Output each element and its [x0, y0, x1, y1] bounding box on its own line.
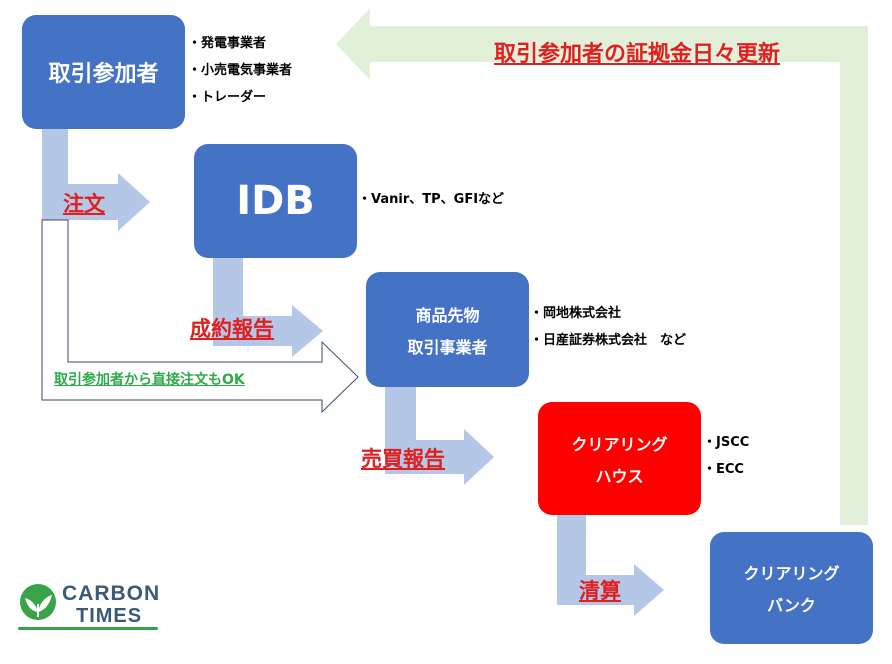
sale-report-label: 売買報告 — [361, 447, 445, 471]
idb-node: IDB — [194, 144, 357, 258]
leaf-icon — [20, 584, 56, 620]
order-arrow — [42, 127, 150, 231]
order-label: 注文 — [63, 192, 105, 216]
note-item: 岡地株式会社 — [530, 300, 686, 327]
margin-update-arrow — [336, 8, 868, 525]
clearing-house-label-line2: ハウス — [595, 466, 644, 486]
note-item: Vanir、TP、GFIなど — [358, 186, 504, 213]
idb-label: IDB — [236, 178, 315, 224]
participants-label: 取引参加者 — [48, 62, 159, 87]
note-item: ECC — [703, 456, 749, 483]
logo-text-times: TIMES — [76, 605, 143, 627]
note-item: 小売電気事業者 — [188, 57, 292, 84]
direct-order-label: 取引参加者から直接注文もOK — [54, 372, 245, 388]
participants-notes: 発電事業者 小売電気事業者 トレーダー — [188, 30, 292, 111]
idb-notes: Vanir、TP、GFIなど — [358, 186, 504, 213]
clearing-bank-label-line1: クリアリング — [743, 564, 840, 583]
participants-node: 取引参加者 — [22, 15, 185, 129]
note-item: 日産証券株式会社 など — [530, 327, 686, 354]
clearing-house-node: クリアリング ハウス — [538, 402, 701, 515]
margin-update-label: 取引参加者の証拠金日々更新 — [494, 42, 781, 67]
sale-report-arrow — [385, 386, 494, 485]
note-item: トレーダー — [188, 84, 292, 111]
broker-node: 商品先物 取引事業者 — [366, 272, 529, 387]
direct-order-arrow — [41, 219, 359, 414]
clearing-bank-node: クリアリング バンク — [710, 532, 873, 644]
note-item: JSCC — [703, 429, 749, 456]
clearing-bank-label-line2: バンク — [767, 596, 816, 615]
broker-label-line1: 商品先物 — [415, 305, 480, 325]
clearing-house-label-line1: クリアリング — [571, 434, 668, 454]
note-item: 発電事業者 — [188, 30, 292, 57]
broker-label-line2: 取引事業者 — [407, 337, 488, 357]
carbon-times-logo: CARBON TIMES — [18, 580, 163, 635]
logo-text-carbon: CARBON — [62, 582, 161, 605]
logo-underline — [18, 627, 158, 630]
settlement-label: 清算 — [579, 579, 621, 603]
trade-report-label: 成約報告 — [190, 317, 274, 341]
settlement-arrow — [557, 514, 664, 616]
clearing-house-notes: JSCC ECC — [703, 429, 749, 483]
broker-notes: 岡地株式会社 日産証券株式会社 など — [530, 300, 686, 354]
trade-report-arrow — [213, 258, 323, 357]
